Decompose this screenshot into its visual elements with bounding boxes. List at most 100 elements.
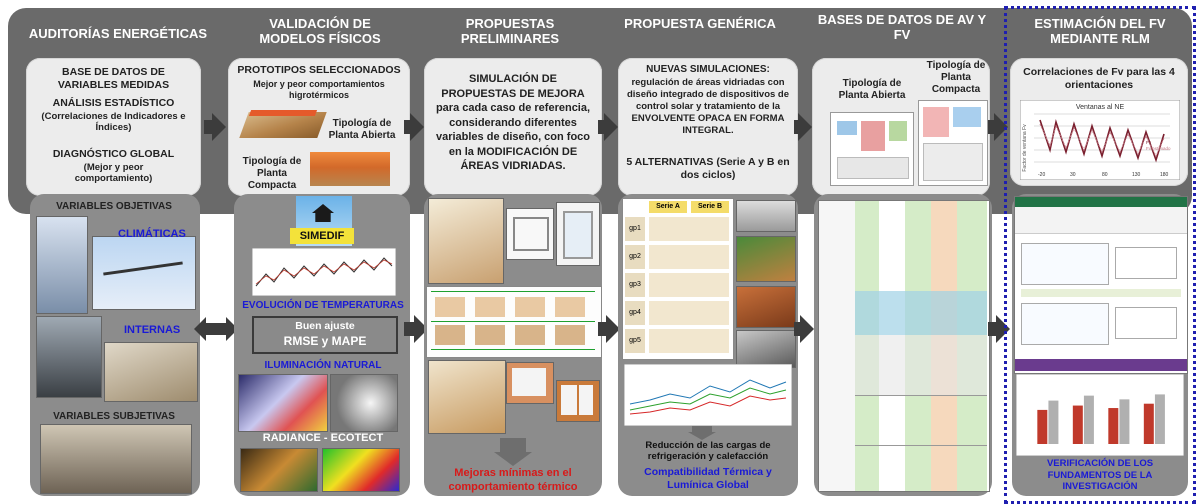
double-arrow-left [194,317,206,341]
down-arrow [494,452,532,466]
col4-text1: NUEVAS SIMULACIONES: [646,64,770,75]
classroom-photo [40,424,192,494]
frame-detail-1 [506,362,554,404]
row-gp3: gp3 [625,273,645,297]
rmse-label: RMSE y MAPE [283,334,367,348]
col2-proto-sub: Mejor y peor comportamientos higrotérmic… [253,79,385,100]
chart-xtick-3: 130 [1132,172,1141,178]
col1-subjetivas: VARIABLES SUBJETIVAS [53,411,175,422]
arrow-right-4 [798,113,812,141]
proposals-table [426,286,602,358]
temperature-chart [252,248,396,296]
database-table [818,200,990,492]
row-gp5: gp5 [625,329,645,353]
house-icon [312,204,334,222]
bar-A-1 [1048,400,1059,444]
autodesk-render [238,374,328,432]
arrow-shaft-9 [988,322,998,336]
excel-screenshot [1014,196,1188,374]
model-photo [104,342,198,402]
col2-title: VALIDACIÓN DE MODELOS FÍSICOS [259,16,381,46]
window-detail-2 [556,202,600,266]
arrow-shaft-4 [794,120,800,134]
bar-A-0 [1037,409,1048,444]
verification-bar-chart [1016,374,1184,456]
down-arrow-shaft-2 [692,426,712,434]
arrow-right-1 [212,113,226,141]
ecotect-render [322,448,400,492]
row-gp1: gp1 [625,217,645,241]
label-internas: INTERNAS [124,324,181,336]
col5-tip-abierta: Tipología de Planta Abierta [838,78,906,101]
chart-xtick-1: 30 [1070,172,1076,178]
ajuste-label: Buen ajuste [295,320,355,332]
wall-detail-3 [736,330,796,368]
arrow-shaft-5 [988,120,996,134]
col3-text: SIMULACIÓN DE PROPUESTAS DE MEJORA para … [435,73,591,172]
chart-xtick-2: 80 [1102,172,1108,178]
radiance-render [240,448,318,492]
window-detail-1 [506,208,554,260]
chart-xtick-0: -20 [1038,172,1045,178]
plan-compact-image [918,100,988,186]
arrow-shaft-2 [404,120,414,134]
plan-open-image [830,112,914,186]
sensor-photo [36,216,88,314]
arrow-shaft-8 [794,322,802,336]
arrow-shaft-3 [598,120,606,134]
col1-line3: (Correlaciones de Indicadores e Índices) [41,111,186,133]
wall-detail-2 [736,286,796,328]
col4-text2: regulación de áreas vidriadas con diseño… [626,77,790,136]
col4-compat: Compatibilidad Térmica y Lumínica Global [644,466,772,491]
col1-line4: DIAGNÓSTICO GLOBAL [52,148,175,160]
col6-title: ESTIMACIÓN DEL Fv MEDIANTE RLM [1034,16,1166,46]
col3-card [424,58,602,196]
serie-a-label: Serie A [649,201,687,213]
room-model-image-2 [428,360,506,434]
col4-text3: 5 ALTERNATIVAS (Serie A y B en dos ciclo… [626,156,790,181]
chart-legend-fv-est: Fv estimado [1146,146,1171,151]
arrow-right-2 [410,113,424,141]
loads-chart [624,364,792,426]
interior-photo [36,316,102,398]
bar-B-0 [1072,405,1083,444]
col1-title: AUDITORÍAS ENERGÉTICAS [28,26,208,41]
arrow-shaft-6 [404,322,416,336]
col1-line5: (Mejor y peor comportamiento) [74,162,153,184]
bar-C-1 [1119,399,1130,444]
col4-title: PROPUESTA GENÉRICA [624,16,776,31]
simedif-label: SIMEDIF [290,228,354,244]
arrow-right-7 [606,315,620,343]
col5-tip-compacta: Tipología de Planta Compacta [926,60,986,95]
col2-tip-abierta: Tipología de Planta Abierta [328,118,396,141]
label-climaticas: CLIMÁTICAS [118,228,186,240]
arrow-shaft-1 [204,120,214,134]
col1-card [26,58,201,196]
chart-ylabel: Factor de ventana Fv [1022,124,1028,172]
col1-line1: BASE DE DATOS DE VARIABLES MEDIDAS [57,66,170,91]
fv-correlation-chart: Ventanas al NE Factor de ventana Fv -20 … [1020,100,1180,180]
col4-reduccion: Reducción de las cargas de refrigeración… [645,440,771,462]
building-open-roof [248,110,318,116]
down-arrow-shaft [500,438,526,452]
col5-title: BASES DE DATOS DE Av y Fv [817,12,987,42]
roof-detail [736,200,796,232]
daylight-render [330,374,398,432]
col4-card [618,58,798,196]
serie-b-label: Serie B [691,201,729,213]
alternatives-table: Serie A Serie B gp1 gp2 gp3 gp4 gp5 [622,198,734,360]
down-arrow-2 [688,432,716,440]
bar-B-1 [1083,395,1094,444]
ajuste-box [252,316,398,354]
chart-title: Ventanas al NE [1076,104,1125,111]
wall-detail-1 [736,236,796,282]
label-radiance: RADIANCE - ECOTECT [262,432,384,444]
col2-tip-compacta: Tipología de Planta Compacta [242,156,302,191]
col6-text: Correlaciones de Fv para las 4 orientaci… [1023,66,1175,91]
label-evolucion: EVOLUCIÓN DE TEMPERATURAS [242,300,404,311]
series-fv-estimado-line [1039,123,1165,158]
room-model-image [428,198,504,284]
arrow-shaft-7 [598,322,608,336]
col1-line2: ANÁLISIS ESTADÍSTICO [52,97,175,109]
frame-detail-2 [556,380,600,422]
